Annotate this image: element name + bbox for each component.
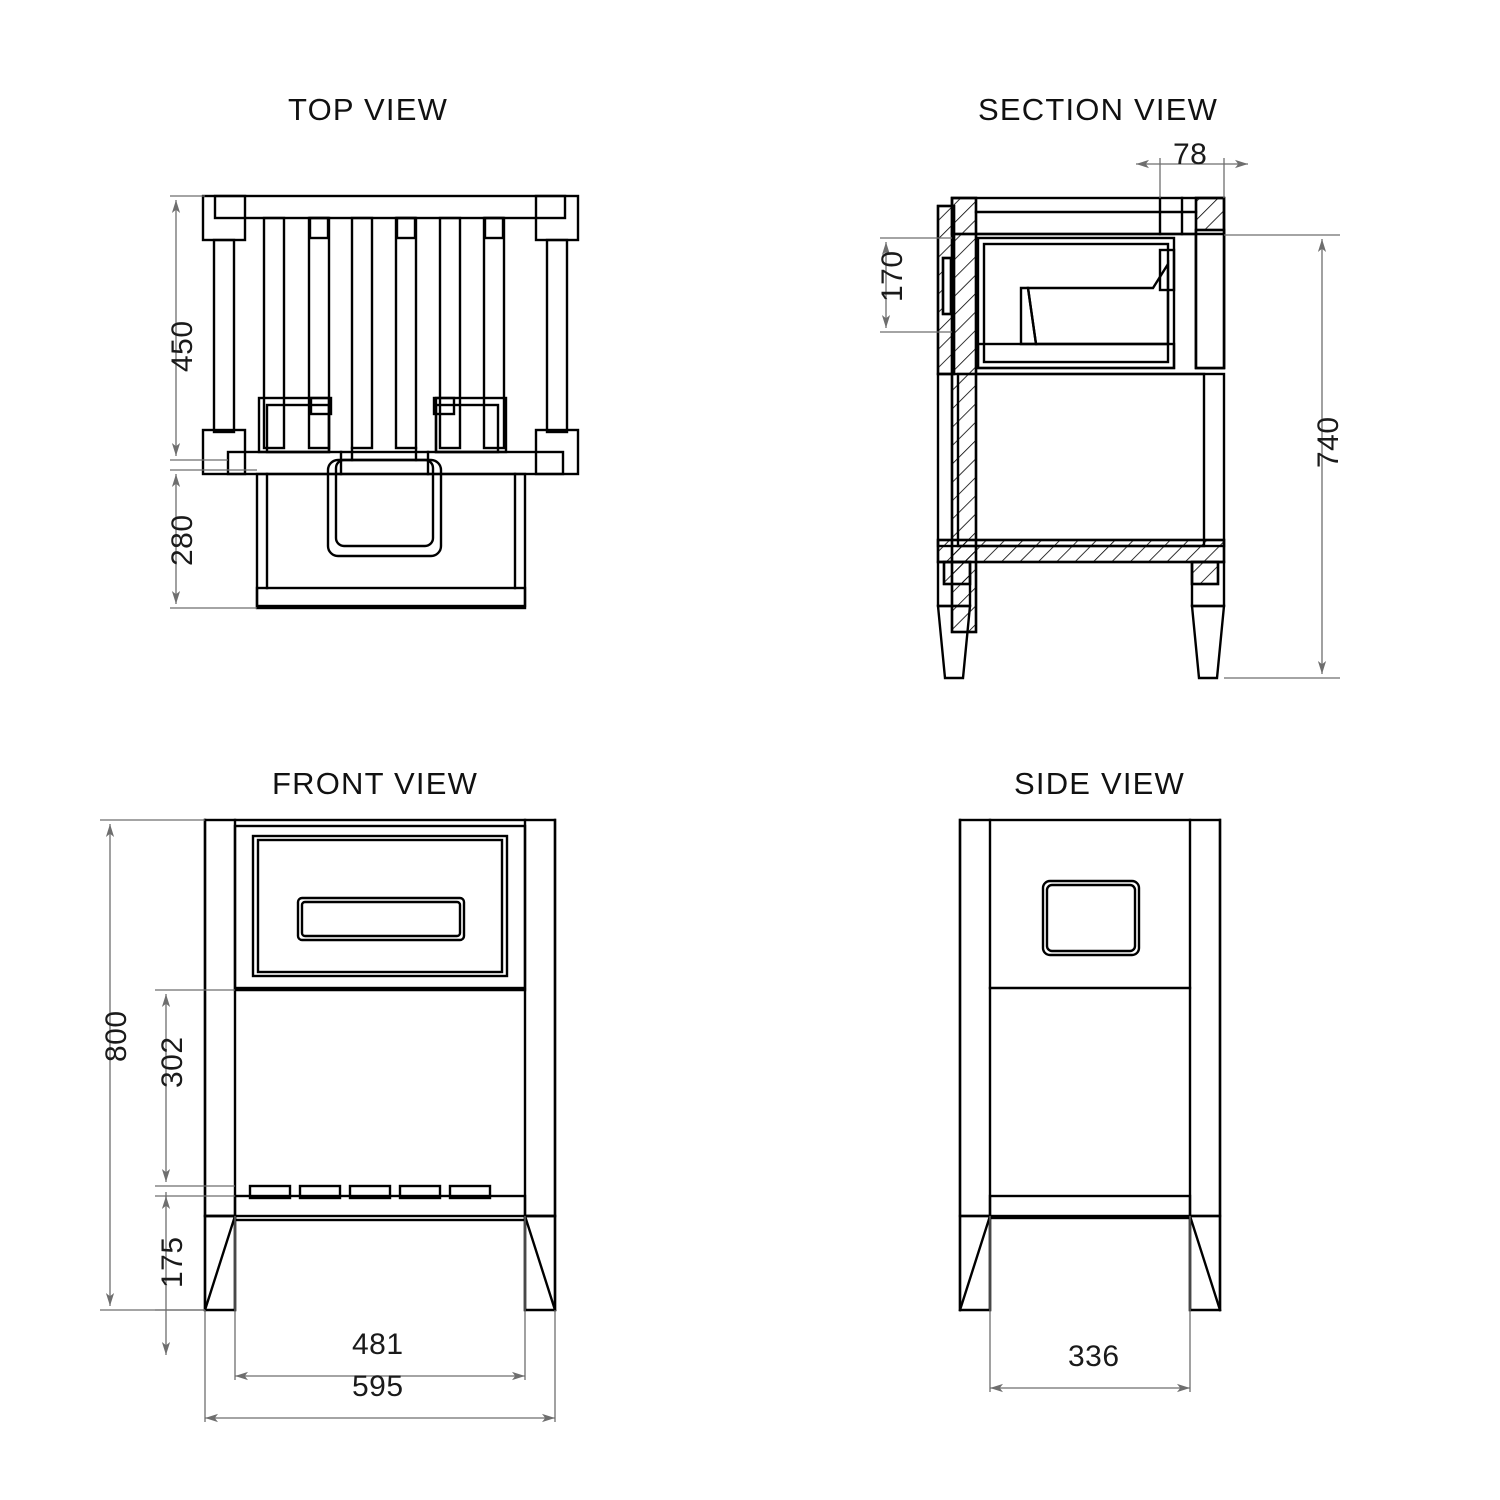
dimension-label-595: 595 <box>352 1370 404 1403</box>
front-view-title: FRONT VIEW <box>272 766 479 801</box>
dimension-label-481: 481 <box>352 1328 404 1361</box>
side-view-geometry <box>958 818 1222 1312</box>
dimension-label-740: 740 <box>1312 416 1345 468</box>
top-view-geometry <box>201 194 580 610</box>
dimension-label-302: 302 <box>156 1036 189 1088</box>
dimension-lines <box>100 158 1340 1423</box>
dimension-label-800: 800 <box>100 1010 133 1062</box>
dimension-label-280: 280 <box>166 514 199 566</box>
front-view-geometry <box>203 818 557 1312</box>
dimension-label-450: 450 <box>166 320 199 372</box>
side-view-title: SIDE VIEW <box>1014 766 1185 801</box>
dimension-label-78: 78 <box>1173 138 1208 171</box>
section-view-geometry <box>936 196 1226 680</box>
dimension-label-170: 170 <box>876 250 909 302</box>
dimension-label-175: 175 <box>156 1236 189 1288</box>
section-view-title: SECTION VIEW <box>978 92 1219 127</box>
dimension-label-336: 336 <box>1068 1340 1120 1373</box>
top-view-title: TOP VIEW <box>288 92 449 127</box>
